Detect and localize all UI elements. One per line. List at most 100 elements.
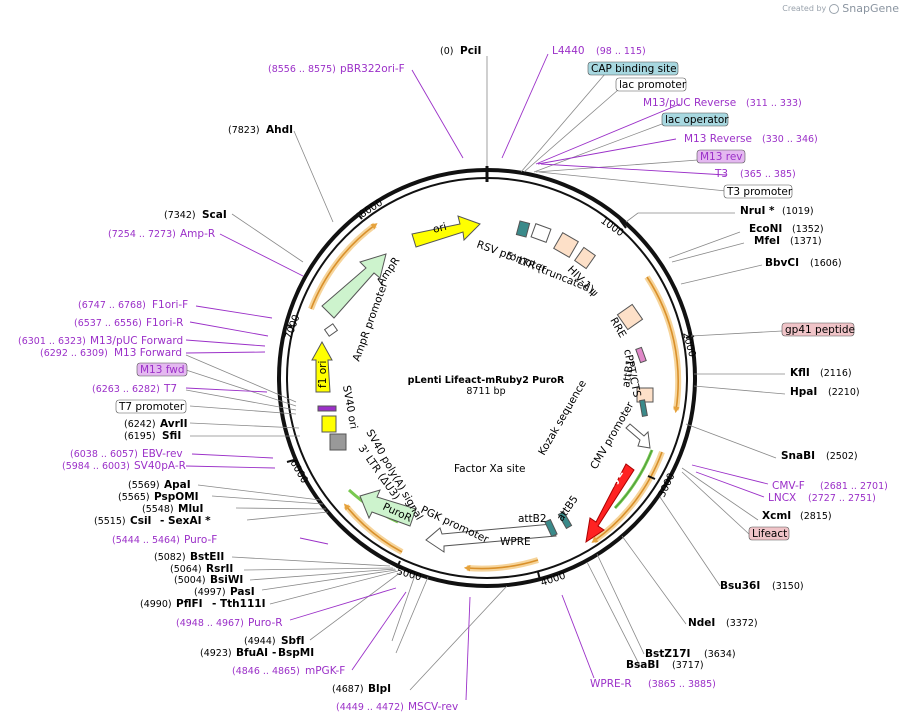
- site-name: CsiI: [130, 515, 151, 527]
- mruby2-arrow: [585, 463, 635, 544]
- feature-badge: [587, 61, 679, 76]
- feature-label: Factor Xa site: [454, 463, 525, 475]
- site-name: BsiWI: [210, 574, 243, 586]
- snapgene-brand: Created by SnapGene: [782, 2, 899, 15]
- site-name: Puro-F: [184, 534, 217, 546]
- site-name: T7: [163, 383, 177, 395]
- site-pos: (2116): [820, 368, 852, 379]
- site-name: SexAI *: [168, 515, 211, 527]
- tick-label: 2000: [680, 331, 697, 358]
- site-name: Bsu36I: [720, 580, 760, 592]
- site-pos: (4944): [244, 636, 276, 647]
- brand-name: SnapGene: [842, 2, 899, 15]
- site-name: BspMI: [278, 647, 314, 659]
- site-name: PspOMI: [154, 491, 199, 503]
- site-pos: (1352): [792, 224, 824, 235]
- site-pos: (5444 .. 5464): [112, 535, 180, 546]
- feature-badge: [748, 526, 790, 541]
- site-name: gp41 peptide: [785, 324, 855, 336]
- site-name: BbvCI: [765, 257, 799, 269]
- site-name: BsaBI: [626, 659, 659, 671]
- site-dash: -: [272, 647, 276, 659]
- site-name: WPRE-R: [590, 678, 632, 690]
- purple-leader-lines: [185, 53, 769, 701]
- feature-badge: [136, 362, 188, 377]
- site-name: BlpI: [368, 683, 391, 695]
- cppt-box: [635, 346, 647, 364]
- site-name: pBR322ori-F: [340, 63, 405, 75]
- site-name: M13 rev: [700, 151, 743, 163]
- feature-badge: [781, 322, 855, 337]
- created-by-text: Created by: [782, 4, 827, 13]
- ori-arrow: [411, 215, 481, 248]
- site-name: ApaI: [164, 479, 191, 491]
- site-pos: (8556 .. 8575): [268, 64, 336, 75]
- orange-feature-arrows: [310, 223, 680, 572]
- site-pos: (330 .. 346): [762, 134, 818, 145]
- hiv-psi-box: [573, 246, 597, 270]
- site-name: Puro-R: [248, 617, 283, 629]
- feature-badge: [696, 149, 746, 164]
- site-name: PciI: [460, 45, 481, 57]
- tick-label: 5000: [395, 566, 422, 583]
- site-pos: (7254 .. 7273): [108, 229, 176, 240]
- site-pos: (2681 .. 2701): [820, 481, 888, 492]
- site-name: lac promoter: [619, 79, 687, 91]
- site-name: MSCV-rev: [408, 701, 458, 713]
- ampr-arrow: [321, 253, 387, 319]
- site-name: NruI *: [740, 205, 775, 217]
- site-pos: (4997): [194, 587, 226, 598]
- site-pos: (3150): [772, 581, 804, 592]
- tick-label: 4000: [540, 571, 568, 589]
- site-name: CAP binding site: [591, 63, 677, 75]
- wpre-box: [515, 220, 531, 238]
- site-pos: (365 .. 385): [740, 169, 796, 180]
- site-pos: (4449 .. 4472): [336, 702, 404, 713]
- site-pos: (3634): [704, 649, 736, 660]
- site-pos: (4923): [200, 648, 232, 659]
- site-name: AvrII: [160, 418, 188, 430]
- feature-shapes: [311, 215, 654, 553]
- site-pos: (0): [440, 46, 453, 57]
- site-pos: (5984 .. 6003): [62, 461, 130, 472]
- site-pos: (3865 .. 3885): [648, 679, 716, 690]
- rre-box: [616, 303, 644, 331]
- site-pos: (4846 .. 4865): [232, 666, 300, 677]
- plasmid-size: 8711 bp: [466, 386, 505, 397]
- site-pos: (2502): [826, 451, 858, 462]
- site-pos: (5515): [94, 516, 126, 527]
- site-name: F1ori-R: [146, 317, 183, 329]
- site-dash: -: [212, 598, 216, 610]
- site-name: ScaI: [202, 209, 227, 221]
- site-pos: (2727 .. 2751): [808, 493, 876, 504]
- site-pos: (1019): [782, 206, 814, 217]
- site-name: M13 Forward: [114, 347, 182, 359]
- site-name: T3 promoter: [726, 186, 793, 198]
- site-name: SbfI: [281, 635, 305, 647]
- feature-label: attB1: [620, 358, 637, 388]
- site-pos: (2210): [828, 387, 860, 398]
- tick-label: 3000: [657, 472, 678, 500]
- site-name: BstEII: [190, 551, 224, 563]
- site-pos: (5548): [142, 504, 174, 515]
- site-name: PasI: [230, 586, 255, 598]
- site-labels: (0) PciI L4440 (98 .. 115) CAP binding s…: [18, 45, 888, 713]
- site-pos: (311 .. 333): [746, 98, 802, 109]
- ltr-box: [553, 232, 579, 258]
- site-name: BfuAI: [236, 647, 268, 659]
- site-pos: (98 .. 115): [596, 46, 646, 57]
- site-pos: (5569): [128, 480, 160, 491]
- site-dash: -: [160, 515, 164, 527]
- site-pos: (5082): [154, 552, 186, 563]
- site-name: lac operator: [665, 114, 729, 126]
- kozak-box: [639, 399, 648, 417]
- feature-badge: [615, 77, 687, 92]
- site-pos: (6038 .. 6057): [70, 449, 138, 460]
- site-name: M13 Reverse: [684, 133, 752, 145]
- site-name: KflI: [790, 367, 810, 379]
- site-pos: (5004): [174, 575, 206, 586]
- site-name: Lifeact: [752, 528, 787, 540]
- site-name: BstZ17I: [645, 648, 690, 660]
- site-pos: (3372): [726, 618, 758, 629]
